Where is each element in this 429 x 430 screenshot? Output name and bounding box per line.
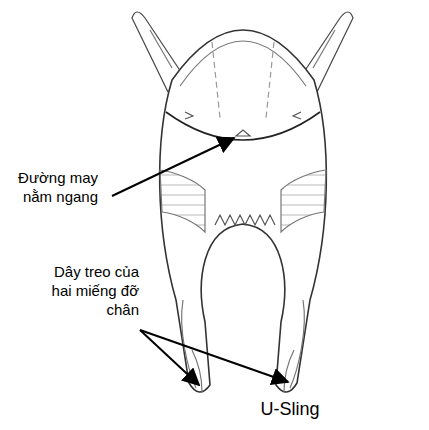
leader-lines — [112, 138, 288, 385]
figure-caption: U-Sling — [260, 398, 320, 420]
part-label: Đường may nằm ngang — [3, 168, 98, 206]
part-label: Dây treo của hai miếng đỡ chân — [49, 262, 139, 319]
